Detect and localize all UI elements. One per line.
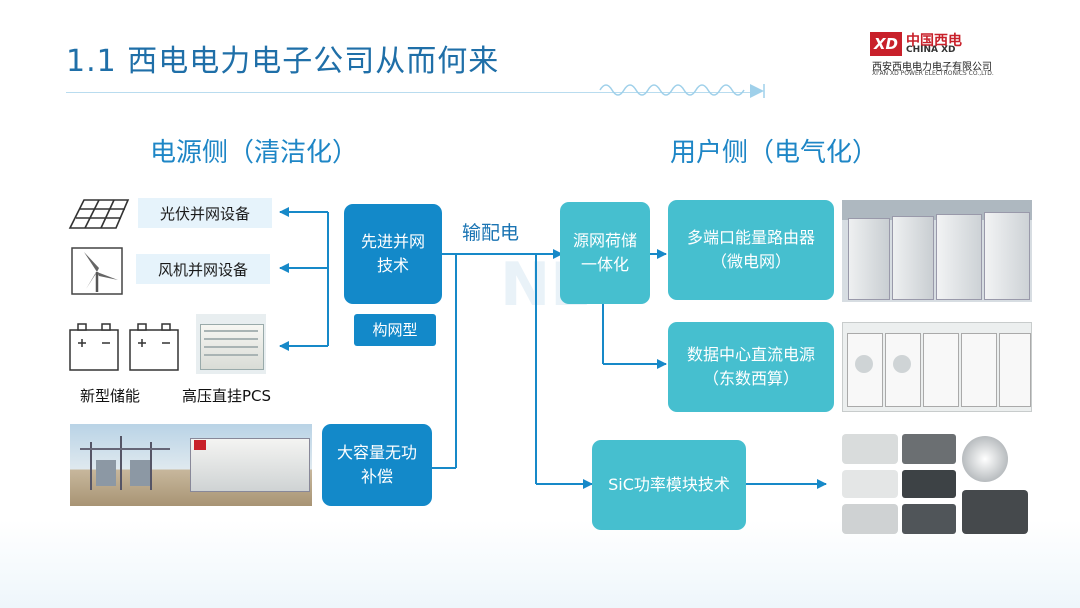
pv-equipment-label: 光伏并网设备 (138, 198, 272, 228)
battery-icon (69, 323, 179, 371)
user-side-heading: 用户侧（电气化） (670, 138, 879, 168)
header-wave (599, 84, 745, 96)
advanced-grid-tech-box: 先进并网 技术 (344, 204, 442, 304)
grid-forming-tag: 构网型 (354, 314, 436, 346)
dc-cabinet-photo (842, 322, 1032, 412)
dc-power-box: 数据中心直流电源 （东数西算） (668, 322, 834, 412)
substation-photo (70, 424, 312, 506)
energy-router-box: 多端口能量路由器 （微电网） (668, 200, 834, 300)
pcs-caption: 高压直挂PCS (182, 387, 272, 405)
logo-mark: XD (870, 32, 902, 56)
switchgear-photo (842, 200, 1032, 302)
company-logo: XD 中国西电 CHINA XD 西安西电电力电子有限公司 XI'AN XD P… (870, 30, 1030, 77)
logo-name-cn: 中国西电 (906, 33, 962, 49)
transmission-label: 输配电 (462, 222, 520, 244)
source-side-heading: 电源侧（清洁化） (150, 138, 359, 168)
wind-equipment-label: 风机并网设备 (136, 254, 270, 284)
storage-caption: 新型储能 (80, 387, 141, 405)
reactive-compensation-box: 大容量无功 补偿 (322, 424, 432, 506)
logo-name-en: CHINA XD (906, 45, 956, 55)
wind-turbine-icon (71, 247, 123, 295)
title-underline (66, 92, 756, 93)
sic-modules-photo (840, 432, 1032, 538)
solar-panel-icon (68, 199, 130, 229)
sic-module-box: SiC功率模块技术 (592, 440, 746, 530)
page-title: 1.1 西电电力电子公司从而何来 (66, 44, 500, 79)
watermark-band (0, 520, 1080, 608)
logo-company-en: XI'AN XD POWER ELECTRONICS CO.,LTD. (872, 70, 994, 77)
logo-company: 西安西电电力电子有限公司 (872, 62, 992, 73)
header-arrow-icon (750, 84, 764, 98)
integration-box: 源网荷储 一体化 (560, 202, 650, 304)
pcs-container-photo (196, 314, 266, 374)
